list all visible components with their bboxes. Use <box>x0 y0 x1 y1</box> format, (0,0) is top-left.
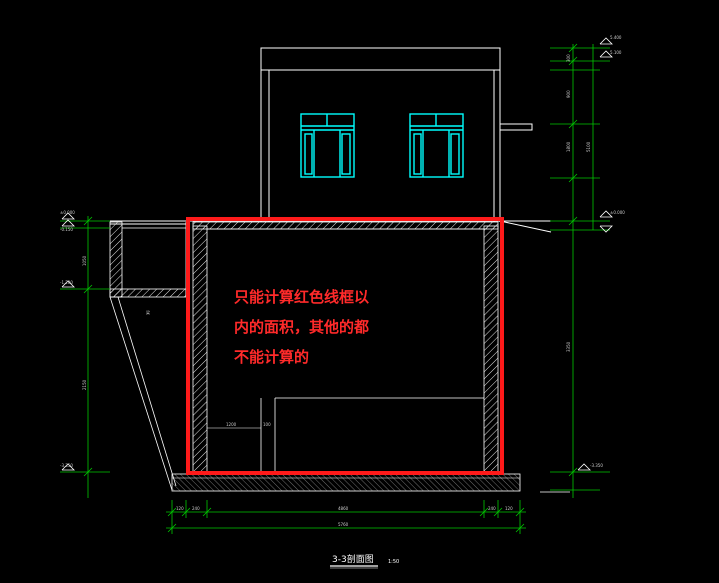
dim-label: 1800 <box>566 141 571 152</box>
dim-label: 5100 <box>586 141 591 152</box>
dim-label: 2150 <box>82 379 87 390</box>
drawing-title: 3-3剖面图 1:50 <box>330 553 399 569</box>
dim-label: 900 <box>566 90 571 98</box>
calculation-area-frame <box>186 217 504 475</box>
elev-label: -1.200 <box>60 280 73 285</box>
drawing-scale: 1:50 <box>388 559 399 565</box>
dim-label: 240 <box>192 506 200 511</box>
beam-label: 梁 <box>146 309 150 315</box>
annotation-line-2: 内的面积，其他的都 <box>234 318 369 336</box>
elev-label: -3.350 <box>60 463 73 468</box>
inner-label: 1200 <box>226 422 237 427</box>
drawing-title-text: 3-3剖面图 <box>332 553 374 565</box>
bottom-dimensions <box>166 500 526 534</box>
left-structure <box>109 221 187 491</box>
dim-label: 3350 <box>566 341 571 352</box>
dim-label: 300 <box>566 54 571 62</box>
left-dimension-labels: ±0.000 -0.150 -1.200 -3.350 1050 2150 梁 … <box>60 210 271 468</box>
elev-label: ±0.000 <box>60 210 75 215</box>
dim-label: 120 <box>505 506 513 511</box>
window-right <box>409 113 464 178</box>
inner-label: 100 <box>263 422 271 427</box>
left-elevation-markers <box>61 212 75 471</box>
elev-label: -3.350 <box>590 463 603 468</box>
window-left <box>300 113 355 178</box>
left-dimensions <box>60 216 110 498</box>
red-annotation: 只能计算红色线框以 内的面积，其他的都 不能计算的 <box>234 288 369 366</box>
right-dimension-labels: 5.400 5.100 ±0.000 -3.350 300 900 1800 5… <box>566 35 625 468</box>
elev-label: 5.400 <box>610 35 622 40</box>
right-dimensions <box>550 43 610 498</box>
right-elevation-markers <box>540 37 613 493</box>
elev-label: 5.100 <box>610 50 622 55</box>
bottom-dimension-labels: 120 240 4860 240 120 5760 <box>176 506 513 527</box>
annotation-line-1: 只能计算红色线框以 <box>234 288 369 306</box>
upper-building <box>110 47 552 233</box>
elev-label: ±0.000 <box>610 210 625 215</box>
annotation-line-3: 不能计算的 <box>234 348 309 366</box>
foundation <box>171 473 521 492</box>
dim-label: 4860 <box>338 506 349 511</box>
dim-label: 240 <box>488 506 496 511</box>
dim-label: 5760 <box>338 522 349 527</box>
dim-label: 120 <box>176 506 184 511</box>
elev-label: -0.150 <box>60 227 73 232</box>
basement-walls <box>192 221 499 473</box>
dim-label: 1050 <box>82 255 87 266</box>
